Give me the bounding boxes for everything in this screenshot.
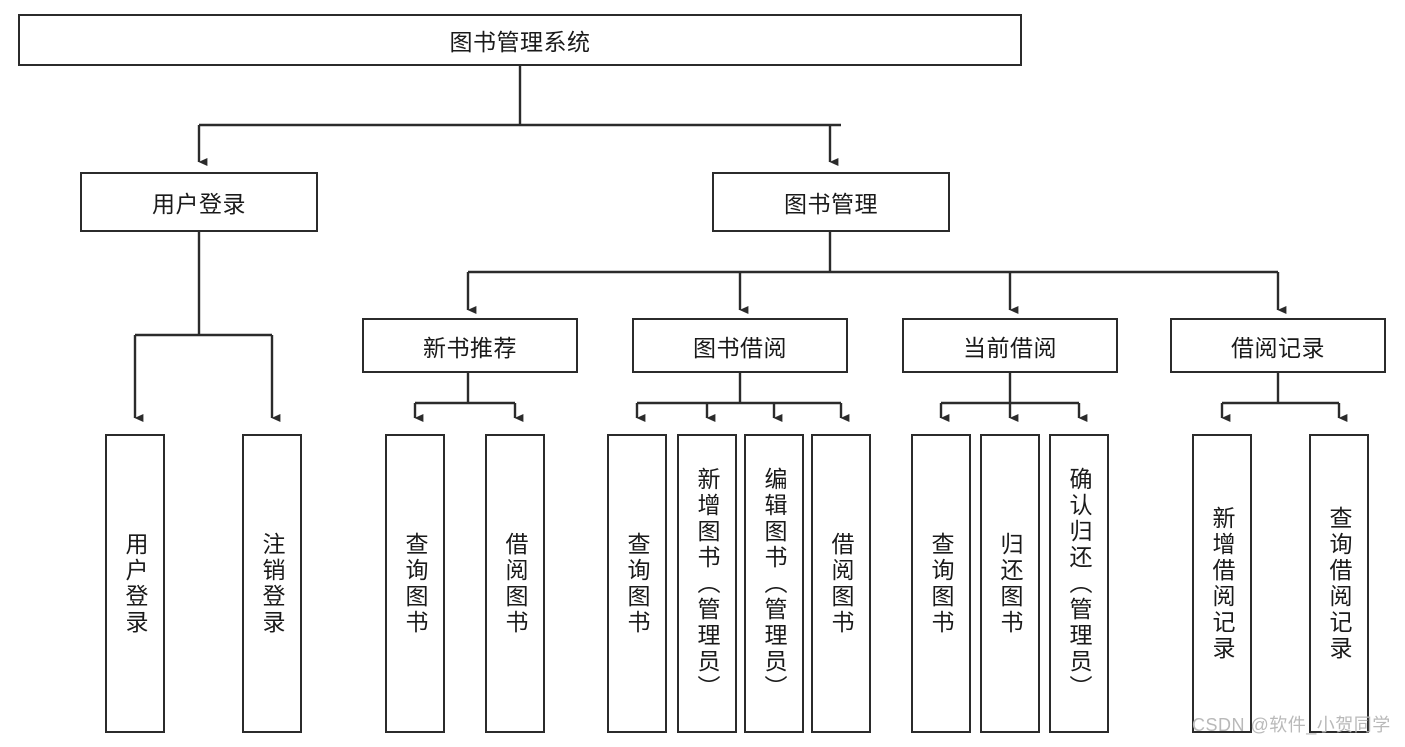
leaf-logout-login[interactable]: 注销登录 [242,434,302,733]
node-current-borrow-label: 当前借阅 [963,334,1057,361]
leaf-query-book-1[interactable]: 查询图书 [385,434,445,733]
node-user-login-label: 用户登录 [152,191,246,217]
leaf-logout-login-label: 注销登录 [259,531,286,636]
node-root-label: 图书管理系统 [449,29,591,55]
leaf-add-book[interactable]: 新增图书（管理员） [677,434,737,733]
leaf-confirm-return[interactable]: 确认归还（管理员） [1049,434,1109,733]
leaf-add-record[interactable]: 新增借阅记录 [1192,434,1252,733]
node-book-manage-label: 图书管理 [784,191,878,217]
leaf-borrow-book-2-label: 借阅图书 [828,531,855,636]
node-user-login[interactable]: 用户登录 [80,172,318,232]
leaf-query-book-2-label: 查询图书 [624,531,651,636]
leaf-confirm-return-label: 确认归还（管理员） [1066,466,1093,701]
leaf-user-login[interactable]: 用户登录 [105,434,165,733]
leaf-borrow-book-1[interactable]: 借阅图书 [485,434,545,733]
node-book-borrow[interactable]: 图书借阅 [632,318,848,373]
leaf-return-book[interactable]: 归还图书 [980,434,1040,733]
node-borrow-record-label: 借阅记录 [1231,334,1325,361]
node-root[interactable]: 图书管理系统 [18,14,1022,66]
node-current-borrow[interactable]: 当前借阅 [902,318,1118,373]
node-borrow-record[interactable]: 借阅记录 [1170,318,1386,373]
node-book-manage[interactable]: 图书管理 [712,172,950,232]
node-book-borrow-label: 图书借阅 [693,334,787,361]
node-new-book-recommend[interactable]: 新书推荐 [362,318,578,373]
leaf-borrow-book-2[interactable]: 借阅图书 [811,434,871,733]
leaf-add-record-label: 新增借阅记录 [1209,505,1236,662]
leaf-query-record[interactable]: 查询借阅记录 [1309,434,1369,733]
leaf-query-book-1-label: 查询图书 [402,531,429,636]
leaf-query-book-3-label: 查询图书 [928,531,955,636]
leaf-user-login-label: 用户登录 [122,531,149,636]
leaf-edit-book[interactable]: 编辑图书（管理员） [744,434,804,733]
leaf-add-book-label: 新增图书（管理员） [694,466,721,701]
leaf-query-record-label: 查询借阅记录 [1326,505,1353,662]
leaf-borrow-book-1-label: 借阅图书 [502,531,529,636]
leaf-query-book-2[interactable]: 查询图书 [607,434,667,733]
leaf-return-book-label: 归还图书 [997,531,1024,636]
leaf-edit-book-label: 编辑图书（管理员） [761,466,788,701]
leaf-query-book-3[interactable]: 查询图书 [911,434,971,733]
node-new-book-recommend-label: 新书推荐 [423,334,517,361]
watermark-text: CSDN @软件_小贺同学 [1192,715,1391,735]
